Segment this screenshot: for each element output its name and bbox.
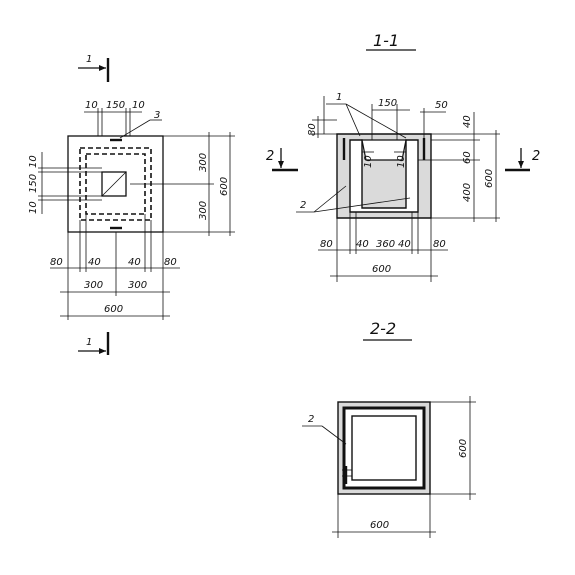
section-1-1-bottom-dims: 80 40 360 40 80 600 (318, 212, 448, 282)
s11-dim-80-bottom-right: 80 (433, 239, 446, 250)
s22-bottom-dims: 600 (332, 494, 436, 538)
s11-callout-1: 1 (336, 92, 342, 103)
s11-dim-10-inner-right: 10 (396, 155, 407, 168)
section-mark-top-label: 1 (86, 54, 92, 65)
plan-dim-10-left: 10 (85, 100, 98, 111)
s11-dim-600-right: 600 (484, 169, 495, 188)
s11-dim-80-left: 80 (307, 123, 318, 136)
plan-opening (101, 171, 127, 197)
section-1-1-top-dims: 150 50 1 (323, 92, 448, 140)
s11-dim-40-bottom-right: 40 (398, 239, 411, 250)
plan-dim-300-left: 300 (84, 280, 103, 291)
plan-dim-40-right: 40 (128, 257, 141, 268)
s22-inner (351, 415, 417, 481)
cut-mark-left-label: 2 (266, 149, 274, 164)
s22-callout-2: 2 (302, 414, 347, 445)
section-1-1-right-dims: 40 60 400 600 (418, 112, 500, 222)
plan-dim-40-left: 40 (88, 257, 101, 268)
plan-dim-600-bottom: 600 (104, 304, 123, 315)
s11-callout-2: 2 (300, 200, 306, 211)
s11-dim-80-bottom-left: 80 (320, 239, 333, 250)
plan-dim-10-right: 10 (132, 100, 145, 111)
plan-view: 1 1 10 150 10 (28, 54, 235, 355)
plan-dim-300-bottom: 300 (198, 201, 209, 220)
s11-dim-50: 50 (435, 100, 448, 111)
plan-dim-10-left-bottom: 10 (28, 201, 39, 214)
s22-dim-600-right: 600 (458, 439, 469, 458)
s11-dim-360: 360 (376, 239, 395, 250)
cut-mark-left: 2 (266, 148, 298, 172)
section-mark-bottom-label: 1 (86, 337, 92, 348)
s11-dim-60-right: 60 (462, 151, 473, 164)
plan-bottom-dims: 80 40 40 80 300 300 600 (50, 214, 180, 320)
plan-top-dims: 10 150 10 3 (84, 100, 162, 139)
plan-dim-300-top: 300 (198, 153, 209, 172)
section-mark-bottom: 1 (78, 332, 110, 355)
s22-right-dims: 600 (430, 396, 476, 500)
plan-callout-3: 3 (154, 110, 160, 121)
plan-dim-10-left-top: 10 (28, 155, 39, 168)
s22-dim-600-bottom: 600 (370, 520, 389, 531)
plan-dim-80-right: 80 (164, 257, 177, 268)
cut-mark-right-label: 2 (532, 149, 540, 164)
section-2-2: 2-2 2 600 600 (302, 319, 476, 538)
plan-left-dims: 10 150 10 (28, 152, 102, 214)
section-1-1-callout-2: 2 (296, 185, 411, 213)
plan-dim-600-right: 600 (219, 177, 230, 196)
section-1-1-inner-dims: 10 10 (363, 155, 407, 168)
section-1-1: 1-1 2 2 (266, 31, 540, 282)
s11-dim-150: 150 (378, 98, 397, 109)
section-1-1-title: 1-1 (373, 31, 399, 50)
section-1-1-left-dims: 80 (307, 116, 337, 138)
plan-right-dims: 300 300 600 (130, 132, 235, 236)
section-2-2-title: 2-2 (370, 319, 396, 338)
plan-dim-150-left: 150 (28, 174, 39, 193)
plan-dim-150-top: 150 (106, 100, 125, 111)
cut-mark-right: 2 (505, 148, 540, 172)
s11-dim-40-bottom-left: 40 (356, 239, 369, 250)
s11-dim-10-inner-left: 10 (363, 155, 374, 168)
s11-dim-400-right: 400 (462, 183, 473, 202)
section-1-1-body (336, 133, 432, 219)
plan-dim-300-right: 300 (128, 280, 147, 291)
s11-dim-600-bottom: 600 (372, 264, 391, 275)
plan-dim-80-left: 80 (50, 257, 63, 268)
s22-callout-2-label: 2 (308, 414, 314, 425)
section-mark-top: 1 (78, 54, 110, 82)
s11-dim-40-right: 40 (462, 115, 473, 128)
